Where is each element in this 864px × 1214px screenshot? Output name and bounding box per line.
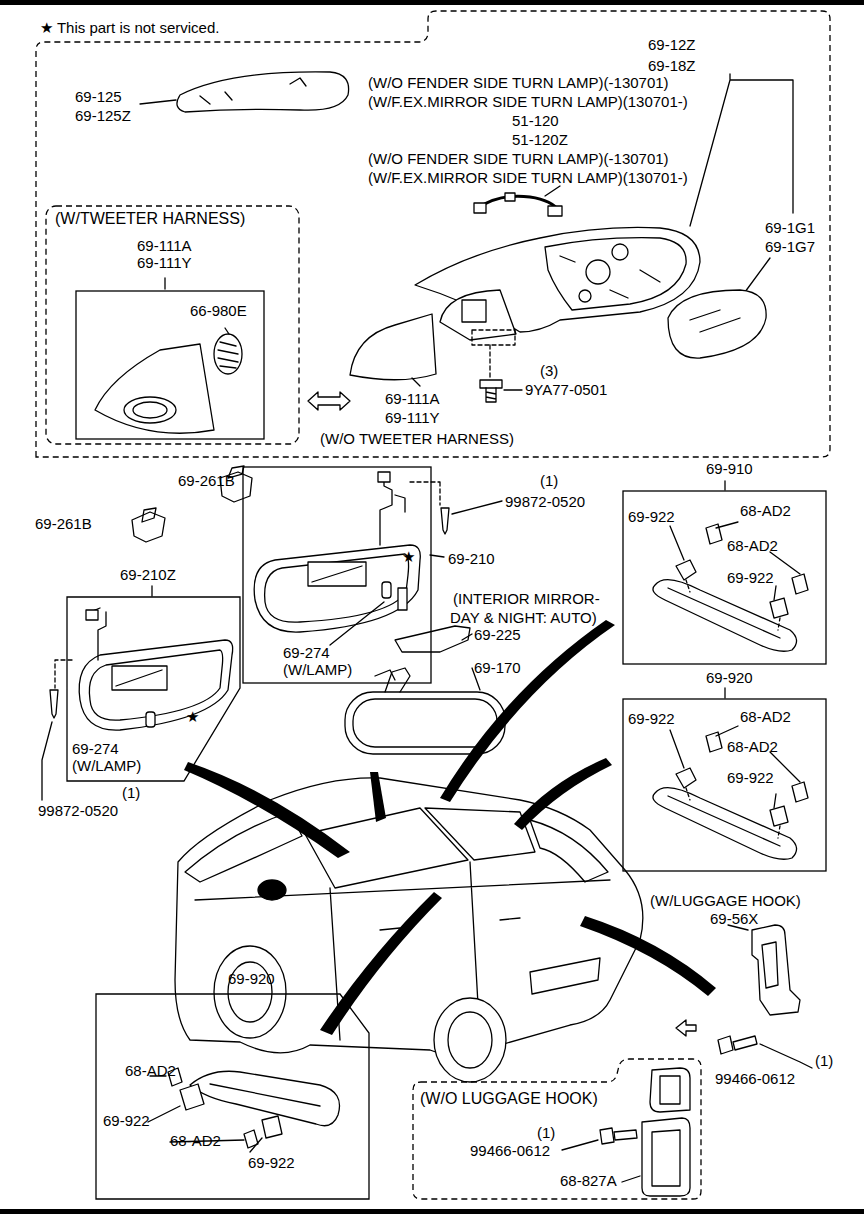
part-number: 69-922 bbox=[248, 1154, 295, 1171]
part-number: 69-922 bbox=[628, 710, 675, 727]
part-number: 69-922 bbox=[727, 569, 774, 586]
part-box: 69-210Z69-274 (W/LAMP)★ bbox=[66, 596, 241, 782]
callout-label: ★ This part is not serviced. bbox=[40, 19, 219, 36]
callout-label: (W/F.EX.MIRROR SIDE TURN LAMP)(130701-) bbox=[368, 93, 688, 110]
part-number: (1) bbox=[537, 1124, 555, 1141]
box-outline bbox=[67, 597, 240, 781]
callout-label: 99466-0612 bbox=[715, 1070, 795, 1087]
callout-label: (1) bbox=[540, 472, 558, 489]
box-outline bbox=[412, 1058, 702, 1200]
callout-label: (W/O FENDER SIDE TURN LAMP)(-130701) bbox=[368, 150, 669, 167]
callout-label: (W/LUGGAGE HOOK) bbox=[650, 892, 801, 909]
callout-label: 69-125 bbox=[75, 88, 122, 105]
part-box: 69-92069-92268-AD268-AD269-922 bbox=[622, 698, 827, 872]
part-number: 68-827A bbox=[560, 1172, 617, 1189]
callout-label: (W/O FENDER SIDE TURN LAMP)(-130701) bbox=[368, 74, 669, 91]
part-number: ★ bbox=[402, 548, 415, 565]
box-heading: (W/O TWEETER HARNESS) bbox=[320, 430, 514, 447]
callout-label: 51-120 bbox=[512, 112, 559, 129]
box-outline bbox=[96, 994, 369, 1199]
part-number: (W/TWEETER HARNESS) bbox=[55, 210, 245, 228]
callout-label: 9YA77-0501 bbox=[525, 381, 607, 398]
part-number: 68-AD2 bbox=[740, 502, 791, 519]
callout-label: (1) bbox=[122, 784, 140, 801]
part-number: ★ bbox=[186, 708, 199, 725]
option-region: (W/TWEETER HARNESS)69-111A 69-111Y66-980… bbox=[45, 205, 300, 445]
part-number: 69-922 bbox=[628, 508, 675, 525]
option-region: (W/O LUGGAGE HOOK) (1)99466-0612 68-827A bbox=[412, 1058, 702, 1200]
callout-label: 99872-0520 bbox=[38, 802, 118, 819]
callout-label: 69-111A bbox=[385, 390, 440, 407]
callout-label: (W/F.EX.MIRROR SIDE TURN LAMP)(130701-) bbox=[368, 169, 688, 186]
callout-label: 69-125Z bbox=[75, 107, 131, 124]
box-outline bbox=[242, 466, 432, 684]
callout-label: 69-225 bbox=[474, 626, 521, 643]
box-heading: 69-920 bbox=[228, 970, 275, 987]
box-outline bbox=[46, 206, 299, 444]
box-heading: 69-210Z bbox=[120, 566, 176, 583]
box-outline bbox=[413, 1059, 701, 1199]
box-heading: 69-920 bbox=[706, 669, 753, 686]
part-number: 68-AD2 bbox=[170, 1132, 221, 1149]
box-heading: 69-910 bbox=[706, 460, 753, 477]
box-outline bbox=[623, 491, 826, 664]
part-number: 69-274 (W/LAMP) bbox=[72, 740, 152, 775]
part-number: 68-AD2 bbox=[740, 708, 791, 725]
part-number: 69-274 (W/LAMP) bbox=[283, 644, 363, 679]
callout-label: 69-261B bbox=[35, 515, 92, 532]
callout-label: DAY & NIGHT: AUTO) bbox=[450, 609, 597, 626]
callout-label: (3) bbox=[540, 362, 558, 379]
box-outline bbox=[95, 993, 370, 1200]
box-outline bbox=[35, 10, 831, 458]
callout-label: 69-56X bbox=[710, 910, 758, 927]
box-outline bbox=[76, 291, 264, 439]
part-number: 68-AD2 bbox=[727, 738, 778, 755]
part-number: 68-AD2 bbox=[125, 1062, 176, 1079]
box-outline bbox=[243, 467, 431, 683]
callout-label: 51-120Z bbox=[512, 131, 568, 148]
callout-label: 69-1G1 bbox=[765, 219, 815, 236]
callout-label: 69-12Z bbox=[648, 36, 696, 53]
part-number: 99466-0612 bbox=[470, 1142, 550, 1159]
part-number: 69-922 bbox=[727, 769, 774, 786]
option-region: (W/O TWEETER HARNESS) (W/TWEETER HARNESS)… bbox=[35, 10, 831, 458]
part-number: 68-AD2 bbox=[727, 537, 778, 554]
callout-label: 69-18Z bbox=[648, 57, 696, 74]
callout-label: 69-210 bbox=[448, 550, 495, 567]
callout-label: 69-261B bbox=[178, 472, 235, 489]
part-number: 69-922 bbox=[103, 1112, 150, 1129]
callout-label: (1) bbox=[815, 1052, 833, 1069]
callout-label: 69-111Y bbox=[385, 409, 440, 426]
callout-label: 69-170 bbox=[474, 659, 521, 676]
part-box: 69-274 (W/LAMP) ★ bbox=[242, 466, 432, 684]
callout-label: (INTERIOR MIRROR- bbox=[453, 590, 600, 607]
part-number: 66-980E bbox=[190, 302, 247, 319]
box-outline bbox=[36, 11, 830, 457]
box-heading: 69-111A 69-111Y bbox=[137, 237, 207, 272]
box-outline bbox=[623, 699, 826, 871]
part-box: 69-111A 69-111Y66-980E bbox=[75, 290, 265, 440]
part-box: 69-91069-92268-AD268-AD269-922 bbox=[622, 490, 827, 665]
callout-label: 69-1G7 bbox=[765, 238, 815, 255]
part-box: 69-92068-AD269-92268-AD269-922 bbox=[95, 993, 370, 1200]
callout-label: 99872-0520 bbox=[505, 493, 585, 510]
part-number: (W/O LUGGAGE HOOK) bbox=[420, 1090, 598, 1108]
